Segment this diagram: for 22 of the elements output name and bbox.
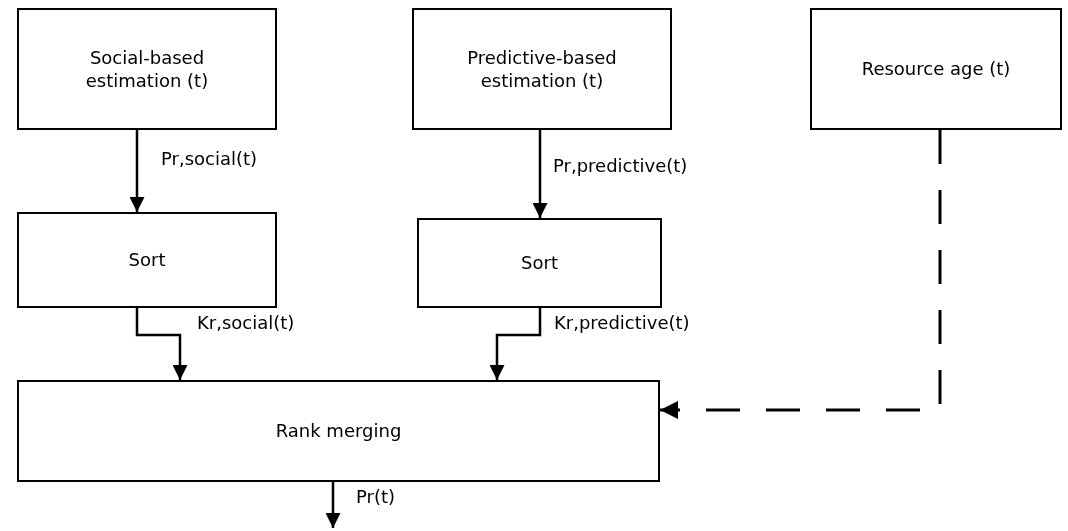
process-box [17,8,277,130]
arrow [532,130,548,218]
box-label: Rank merging [275,419,402,443]
box-label: Sort [128,248,166,272]
edge-label: Kr,social(t) [197,312,295,333]
edge-label: Pr,social(t) [161,148,258,169]
box-label: Sort [521,251,558,275]
process-box [17,212,277,308]
process-box [810,8,1062,130]
box-label: Social-based estimation (t) [84,45,210,93]
arrow [325,482,341,528]
process-box [412,8,672,130]
box-label: Predictive-based estimation (t) [466,45,618,93]
arrow [135,308,188,380]
arrow [489,308,542,380]
edge-label: Pr(t) [356,486,396,507]
arrow [129,130,145,212]
process-box [417,218,662,308]
box-label: Resource age (t) [861,57,1011,81]
edge-label: Pr,predictive(t) [553,155,688,176]
process-box [17,380,660,482]
edge-label: Kr,predictive(t) [554,312,690,333]
